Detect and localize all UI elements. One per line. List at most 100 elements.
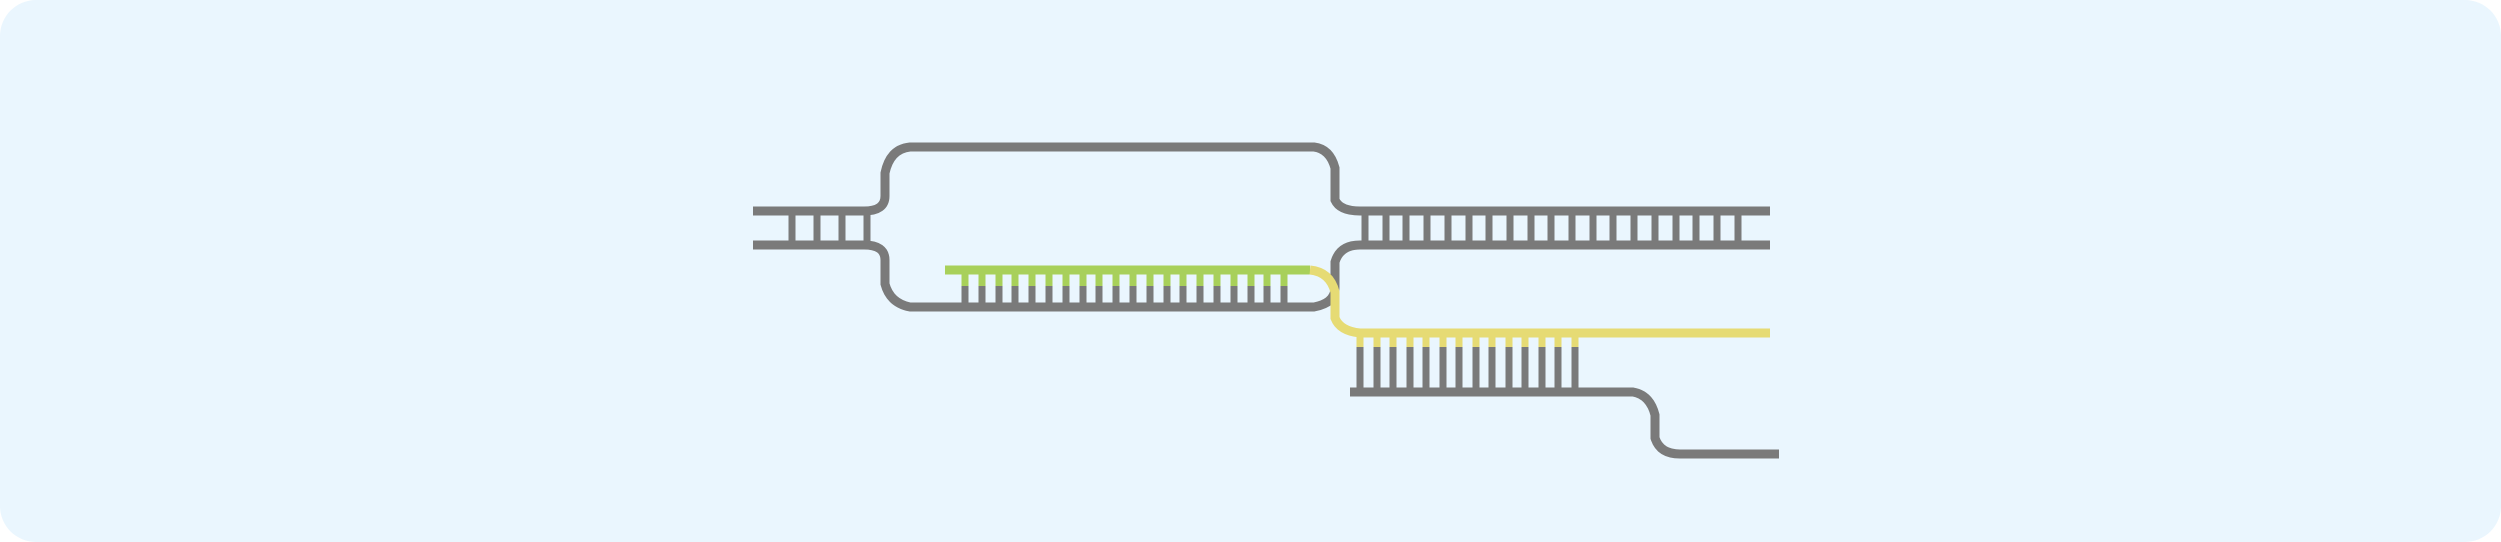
base-pair-tick-primer	[1045, 274, 1053, 286]
base-pair-tick-primer	[1095, 274, 1103, 286]
base-pair-tick	[1713, 215, 1721, 241]
base-pair-ticks-left	[788, 215, 871, 241]
base-pair-tick-primer	[1263, 274, 1271, 286]
base-pair-tick-template	[1455, 347, 1463, 388]
base-pair-tick	[1672, 215, 1680, 241]
base-pair-tick-primer	[1280, 274, 1288, 286]
base-pair-tick-template	[995, 286, 1003, 303]
base-pair-tick-yellow	[1422, 337, 1430, 347]
base-pair-tick	[1630, 215, 1638, 241]
base-pair-tick-primer	[978, 274, 986, 286]
base-pair-tick-template	[1439, 347, 1447, 388]
base-pair-tick-template	[1045, 286, 1053, 303]
base-pair-tick-primer	[1146, 274, 1154, 286]
base-pair-tick	[1609, 215, 1617, 241]
base-pair-tick	[1547, 215, 1555, 241]
base-pair-tick-primer	[1213, 274, 1221, 286]
base-pair-tick-template	[1213, 286, 1221, 303]
base-pair-tick-primer	[1163, 274, 1171, 286]
base-pair-tick-yellow	[1554, 337, 1562, 347]
base-pair-tick	[863, 215, 871, 241]
base-pair-tick-yellow	[1571, 337, 1579, 347]
base-pair-tick	[788, 215, 796, 241]
base-pair-ticks-bubble	[961, 274, 1288, 303]
base-pair-ticks-lower	[1356, 337, 1579, 388]
base-pair-tick	[1651, 215, 1659, 241]
base-pair-tick-template	[1280, 286, 1288, 303]
base-pair-tick-yellow	[1373, 337, 1381, 347]
base-pair-tick-template	[961, 286, 969, 303]
base-pair-tick-template	[1472, 347, 1480, 388]
base-pair-tick-template	[1196, 286, 1204, 303]
template-strand-lower	[1350, 387, 1779, 459]
base-pair-tick	[1485, 215, 1493, 241]
base-pair-tick-template	[1389, 347, 1397, 388]
base-pair-tick-template	[1011, 286, 1019, 303]
base-pair-tick-primer	[1028, 274, 1036, 286]
base-pair-tick-template	[1373, 347, 1381, 388]
base-pair-tick-primer	[1062, 274, 1070, 286]
base-pair-tick-yellow	[1356, 337, 1364, 347]
base-pair-tick-primer	[1196, 274, 1204, 286]
base-pair-tick-template	[1163, 286, 1171, 303]
base-pair-tick	[838, 215, 846, 241]
base-pair-tick-primer	[1112, 274, 1120, 286]
base-pair-tick-primer	[1129, 274, 1137, 286]
newly-synthesized-strand-yellow	[1309, 265, 1770, 338]
base-pair-tick-yellow	[1538, 337, 1546, 347]
base-pair-tick-primer	[1230, 274, 1238, 286]
base-pair-tick-template	[1146, 286, 1154, 303]
base-pair-tick-template	[1062, 286, 1070, 303]
base-pair-tick-primer	[1179, 274, 1187, 286]
base-pair-tick-template	[1422, 347, 1430, 388]
base-pair-tick	[1589, 215, 1597, 241]
base-pair-tick-yellow	[1439, 337, 1447, 347]
base-pair-tick	[1465, 215, 1473, 241]
base-pair-tick	[1734, 215, 1742, 241]
base-pair-tick	[1423, 215, 1431, 241]
base-pair-tick	[1382, 215, 1390, 241]
base-pair-tick	[813, 215, 821, 241]
base-pair-tick-template	[1263, 286, 1271, 303]
base-pair-ticks-right	[1361, 215, 1742, 241]
base-pair-tick-yellow	[1505, 337, 1513, 347]
base-pair-tick-template	[1179, 286, 1187, 303]
base-pair-tick-primer	[1011, 274, 1019, 286]
base-pair-tick-template	[1247, 286, 1255, 303]
base-pair-tick-template	[1538, 347, 1546, 388]
base-pair-tick-primer	[1247, 274, 1255, 286]
base-pair-tick	[1361, 215, 1369, 241]
base-pair-tick-primer	[995, 274, 1003, 286]
base-pair-tick-template	[1112, 286, 1120, 303]
base-pair-tick-primer	[1079, 274, 1087, 286]
base-pair-tick-template	[1129, 286, 1137, 303]
base-pair-tick-template	[1230, 286, 1238, 303]
base-pair-tick-yellow	[1455, 337, 1463, 347]
base-pair-tick	[1402, 215, 1410, 241]
base-pair-tick-template	[1095, 286, 1103, 303]
template-strand-bottom	[753, 240, 1770, 312]
base-pair-tick-yellow	[1521, 337, 1529, 347]
base-pair-tick-yellow	[1472, 337, 1480, 347]
base-pair-tick-yellow	[1488, 337, 1496, 347]
base-pair-tick-template	[1521, 347, 1529, 388]
base-pair-tick-yellow	[1389, 337, 1397, 347]
template-strand-top	[753, 142, 1770, 216]
base-pair-tick-template	[1505, 347, 1513, 388]
base-pair-tick	[1527, 215, 1535, 241]
base-pair-tick-primer	[961, 274, 969, 286]
base-pair-tick	[1506, 215, 1514, 241]
base-pair-tick-template	[1488, 347, 1496, 388]
base-pair-tick-template	[1571, 347, 1579, 388]
base-pair-tick-template	[1028, 286, 1036, 303]
base-pair-tick-template	[978, 286, 986, 303]
base-pair-tick-template	[1406, 347, 1414, 388]
base-pair-tick-template	[1554, 347, 1562, 388]
base-pair-tick	[1692, 215, 1700, 241]
base-pair-tick-yellow	[1406, 337, 1414, 347]
base-pair-tick	[1444, 215, 1452, 241]
base-pair-tick-template	[1079, 286, 1087, 303]
base-pair-tick	[1568, 215, 1576, 241]
